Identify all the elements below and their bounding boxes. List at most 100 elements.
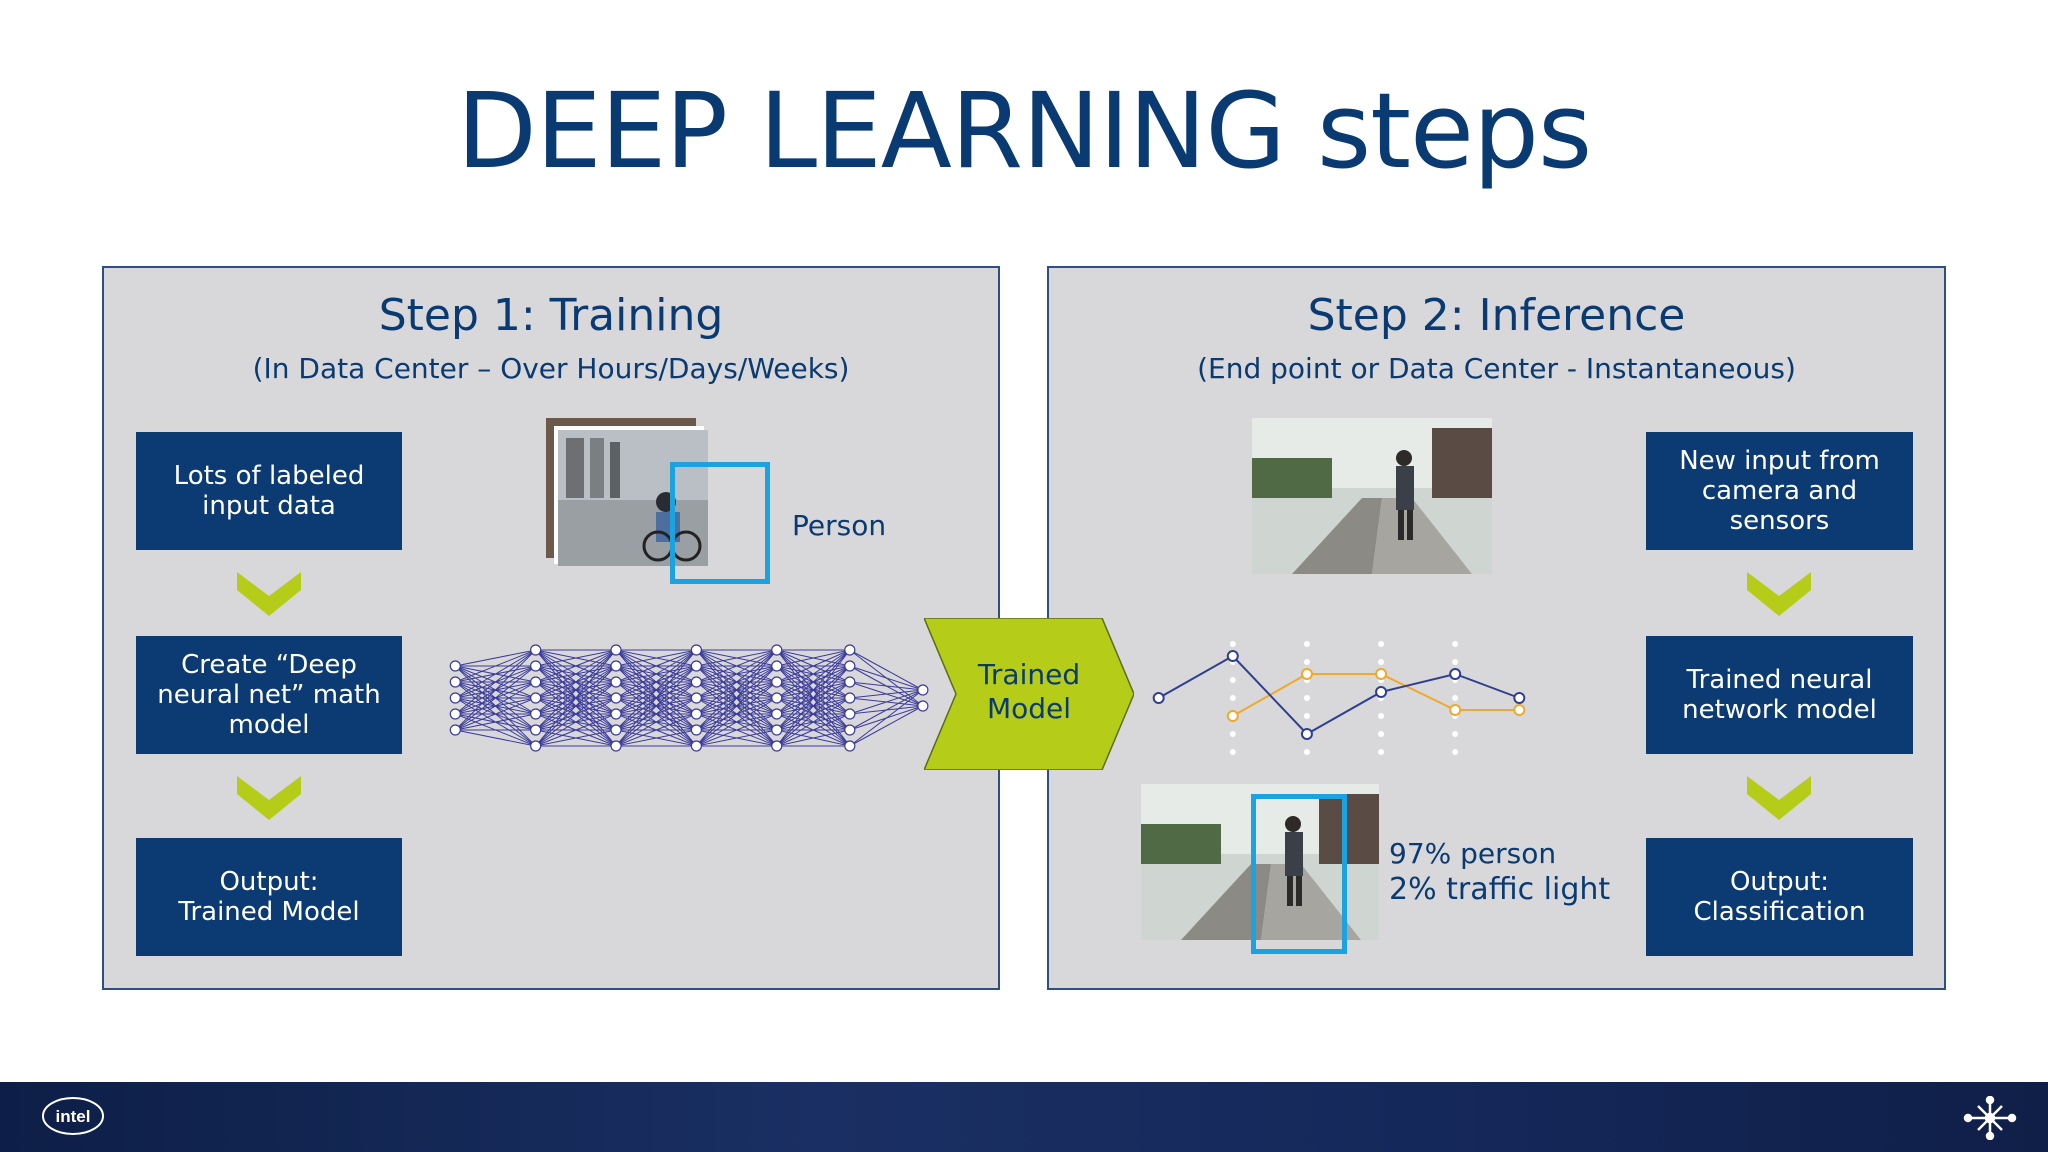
training-title: Step 1: Training: [378, 290, 724, 341]
net-edge: [455, 649, 536, 683]
net-node: [771, 708, 783, 720]
net-edge: [696, 681, 778, 747]
net-node: [530, 692, 542, 704]
net-node: [530, 740, 542, 752]
net-edge: [535, 649, 617, 667]
net-edge: [455, 713, 536, 731]
net-edge: [615, 697, 697, 747]
net-edge: [454, 649, 537, 731]
net-edge: [454, 649, 536, 715]
net-node: [449, 676, 461, 688]
net-node: [610, 644, 622, 656]
net-node: [690, 740, 702, 752]
net-dot: [1378, 749, 1385, 755]
net-dot: [1452, 731, 1459, 737]
net-node: [690, 676, 702, 688]
net-edge: [455, 649, 536, 699]
net-edge: [615, 649, 697, 715]
trained-model-arrow: Trained Model: [922, 617, 1135, 771]
net-node: [690, 692, 702, 704]
training-subtitle: (In Data Center – Over Hours/Days/Weeks): [252, 352, 850, 385]
net-edge: [615, 665, 697, 747]
net-edge: [849, 689, 924, 731]
net-node: [844, 676, 856, 688]
net-node: [771, 676, 783, 688]
net-edge: [696, 665, 778, 747]
chevron-down-icon: [1747, 776, 1811, 820]
net-edge: [776, 697, 851, 747]
net-edge: [776, 649, 851, 699]
net-node: [610, 660, 622, 672]
net-edge: [696, 649, 777, 683]
result-person: 97% person: [1389, 837, 1557, 870]
net-dot: [1303, 695, 1310, 701]
net-dot: [1452, 659, 1459, 665]
net-edge: [776, 713, 851, 747]
net-dot: [1229, 641, 1236, 647]
net-edge: [535, 729, 617, 747]
net-node: [844, 660, 856, 672]
net-edge: [615, 713, 697, 747]
net-dot: [1378, 659, 1385, 665]
network-icon: [1963, 1096, 2017, 1140]
net-edge: [696, 697, 778, 747]
net-dot: [1452, 641, 1459, 647]
net-node: [530, 708, 542, 720]
result-traffic-light: 2% traffic light: [1389, 872, 1611, 907]
net-edge: [776, 649, 851, 683]
path-node: [1449, 704, 1462, 716]
net-node: [917, 700, 929, 712]
net-node: [449, 660, 461, 672]
net-dot: [1452, 749, 1459, 755]
net-node: [530, 676, 542, 688]
net-node: [771, 660, 783, 672]
training-image-stack: [546, 418, 716, 568]
inference-result-image: [1141, 784, 1379, 940]
net-edge: [696, 649, 777, 667]
net-edge: [535, 649, 617, 683]
net-node: [530, 660, 542, 672]
detection-box: [670, 462, 770, 584]
labeled-data-box: Lots of labeled input data: [136, 432, 402, 550]
net-edge: [696, 649, 778, 699]
net-node: [610, 692, 622, 704]
net-edge: [849, 665, 924, 691]
net-node: [610, 724, 622, 736]
net-edge: [776, 729, 850, 747]
net-edge: [455, 649, 536, 667]
net-edge: [535, 649, 617, 699]
net-edge: [776, 649, 851, 731]
intel-logo: intel: [42, 1097, 104, 1135]
path-node: [1375, 686, 1388, 698]
footer-bar: intel: [0, 1082, 2048, 1152]
net-node: [690, 644, 702, 656]
net-edge: [696, 713, 777, 747]
net-node: [610, 740, 622, 752]
net-edge: [535, 649, 617, 715]
net-node: [690, 660, 702, 672]
chevron-down-icon: [237, 776, 301, 820]
neural-net-diagram: [449, 644, 929, 752]
net-node: [530, 644, 542, 656]
net-edge: [455, 681, 536, 731]
net-edge: [615, 729, 697, 747]
path-node: [1375, 668, 1388, 680]
net-edge: [615, 649, 697, 667]
net-edge: [535, 713, 617, 747]
net-edge: [776, 665, 851, 747]
result-detection-box: [1251, 794, 1347, 954]
net-edge: [696, 729, 777, 747]
net-edge: [535, 681, 617, 747]
net-dot: [1303, 659, 1310, 665]
net-edge: [455, 729, 536, 747]
new-input-box: New input from camera and sensors: [1646, 432, 1913, 550]
inference-subtitle: (End point or Data Center - Instantaneou…: [1197, 352, 1796, 385]
net-edge: [776, 649, 851, 747]
net-dot: [1378, 713, 1385, 719]
path-node: [1226, 710, 1239, 722]
net-node: [449, 692, 461, 704]
net-node: [690, 708, 702, 720]
net-node: [449, 724, 461, 736]
person-label: Person: [792, 509, 887, 542]
net-dot: [1229, 695, 1236, 701]
